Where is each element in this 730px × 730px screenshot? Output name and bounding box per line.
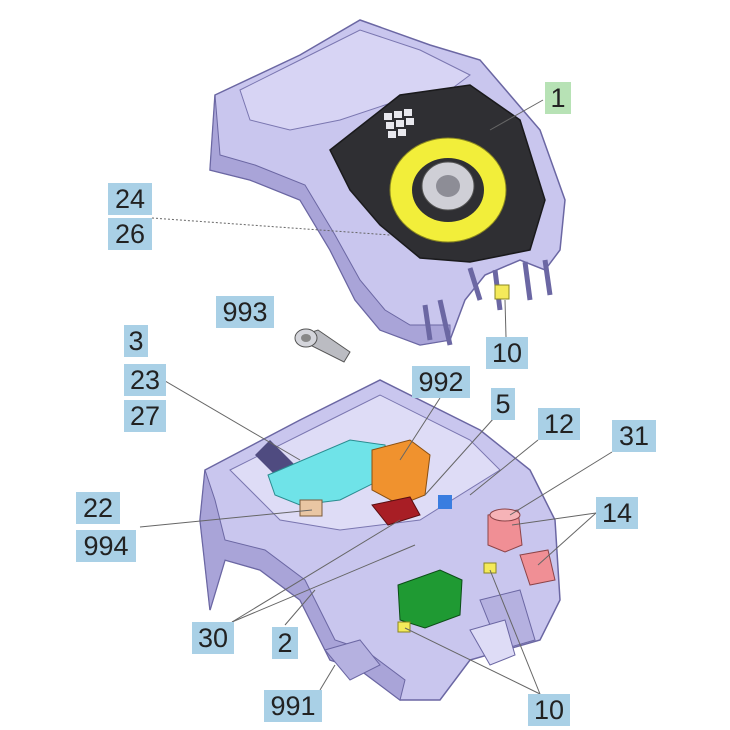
- callout-2: 2: [272, 627, 298, 659]
- callout-5: 5: [491, 388, 515, 420]
- connector-part: [299, 499, 323, 517]
- callout-10-top: 10: [486, 337, 528, 369]
- circuit-board: [267, 439, 391, 506]
- callout-991: 991: [264, 690, 322, 722]
- callout-1: 1: [545, 82, 571, 114]
- callout-31: 31: [612, 420, 656, 452]
- callout-994: 994: [76, 530, 136, 562]
- callout-23: 23: [124, 364, 166, 396]
- terminal-block: [371, 496, 421, 526]
- callout-992: 992: [412, 366, 470, 398]
- callout-14: 14: [596, 497, 638, 529]
- screw-part: [294, 328, 351, 363]
- callout-30: 30: [192, 622, 234, 654]
- callout-22: 22: [76, 492, 120, 524]
- callout-993: 993: [216, 296, 274, 328]
- callout-27: 27: [124, 400, 166, 432]
- leader-lines: [139, 99, 613, 695]
- callout-10-bottom: 10: [528, 694, 570, 726]
- bottom-housing-part: [199, 379, 561, 701]
- small-blue-part: [438, 495, 452, 509]
- callout-3: 3: [124, 325, 148, 357]
- module-part: [397, 569, 463, 629]
- callout-24: 24: [108, 183, 152, 215]
- callout-12: 12: [538, 408, 580, 440]
- callout-26: 26: [108, 218, 152, 250]
- clip-part: [494, 284, 510, 300]
- indicator-grid-icon: [384, 109, 414, 138]
